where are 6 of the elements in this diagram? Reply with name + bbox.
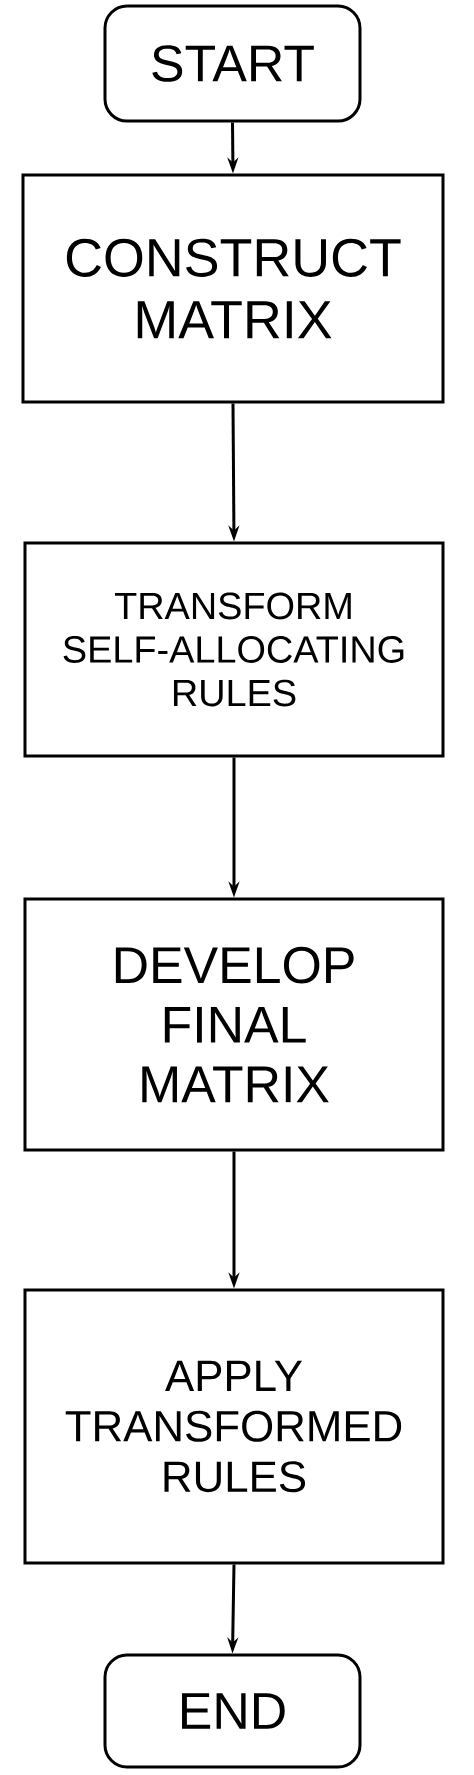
process-box: APPLY TRANSFORMED RULES <box>23 1288 445 1565</box>
terminal-box: END <box>103 1653 362 1769</box>
process-box: TRANSFORM SELF-ALLOCATING RULES <box>23 541 445 758</box>
terminal-box: START <box>103 4 362 123</box>
process-box: CONSTRUCT MATRIX <box>21 173 445 404</box>
process-box: DEVELOP FINAL MATRIX <box>23 897 445 1152</box>
